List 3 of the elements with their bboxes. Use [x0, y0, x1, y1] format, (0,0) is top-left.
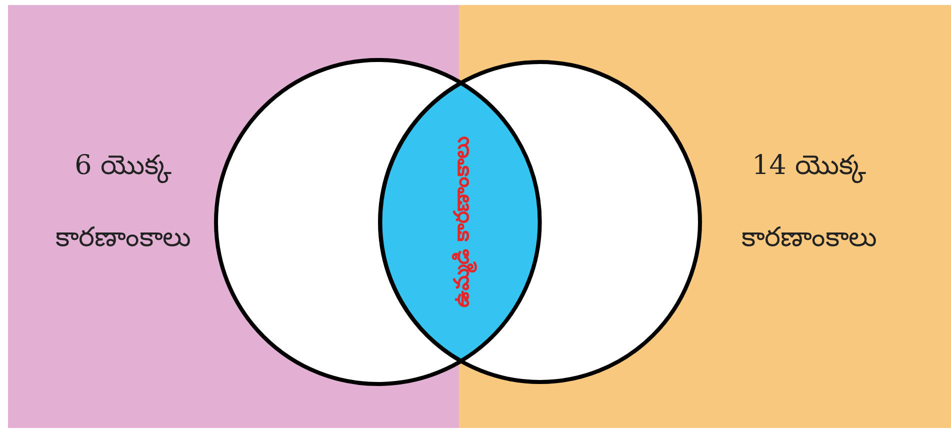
set-label: 14 యొక్క కారణాంకాలు: [740, 149, 878, 255]
set-label: 6 యొక్క కారణాంకాలు: [54, 149, 192, 255]
intersection-label: ఉమ్మడి కారణాంకాలు: [436, 130, 486, 314]
